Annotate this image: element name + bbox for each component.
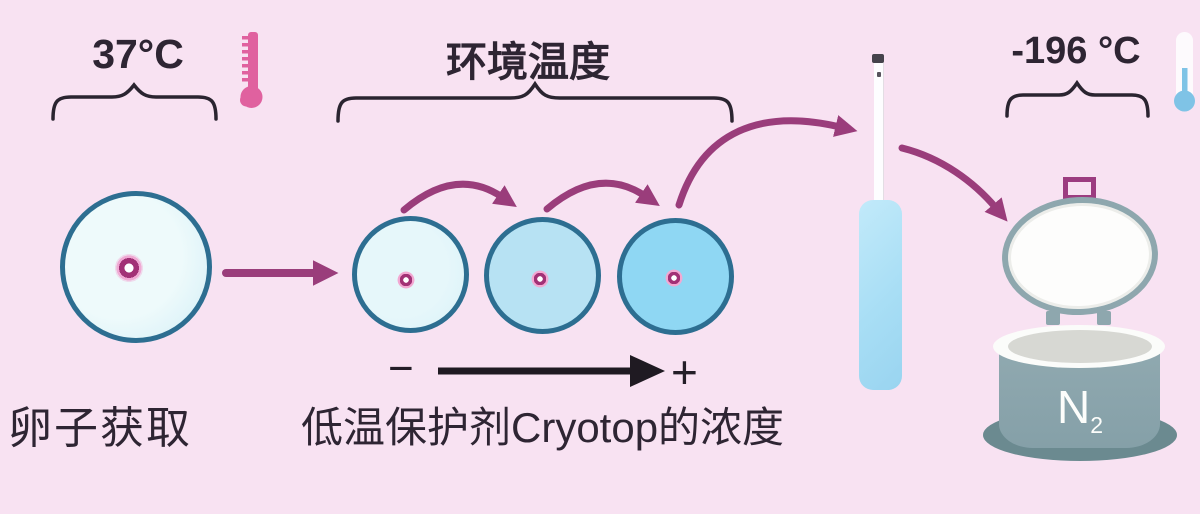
cryotop-specimen-dot [877, 72, 881, 77]
cryoprotectant-concentration-label: 低温保护剂Cryotop的浓度 [301, 404, 785, 451]
thermometer-warm-icon [240, 32, 263, 108]
cryotop-tip [872, 54, 884, 63]
arrow-bath3-to-cryotop [675, 115, 858, 209]
oocyte-nucleus [531, 270, 549, 288]
cryotop-handle [859, 200, 902, 390]
tank-hinge [1046, 311, 1060, 325]
nitrogen-symbol: N [1056, 381, 1091, 433]
concentration-minus-sign: − [388, 344, 414, 393]
temperature-ambient-label: 环境温度 [446, 39, 610, 85]
nitrogen-label: N2 [1040, 380, 1120, 439]
brace-196c [1005, 79, 1150, 118]
concentration-plus-sign: + [671, 346, 698, 398]
arrow-bath1-to-bath2 [400, 180, 517, 214]
temperature-minus196-label: -196 °C [1011, 30, 1141, 72]
arrow-cryotop-to-tank [898, 144, 1008, 222]
oocyte-nucleus [397, 271, 415, 289]
brace-ambient [336, 80, 734, 123]
nitrogen-subscript: 2 [1090, 412, 1104, 439]
temperature-37c-label: 37°C [92, 31, 184, 77]
oocyte-nucleus [114, 253, 144, 283]
brace-37c [51, 82, 218, 121]
arrow-bath2-to-bath3 [543, 179, 660, 213]
tank-hinge [1097, 311, 1111, 325]
concentration-axis-arrowhead [630, 355, 665, 387]
oocyte-nucleus [665, 269, 683, 287]
thermometer-cold-icon [1174, 32, 1195, 112]
cryotop-stem [874, 60, 884, 203]
tank-opening [1008, 330, 1152, 363]
oocyte-bath-high-concentration [617, 218, 734, 335]
egg-retrieval-label: 卵子获取 [8, 404, 192, 453]
